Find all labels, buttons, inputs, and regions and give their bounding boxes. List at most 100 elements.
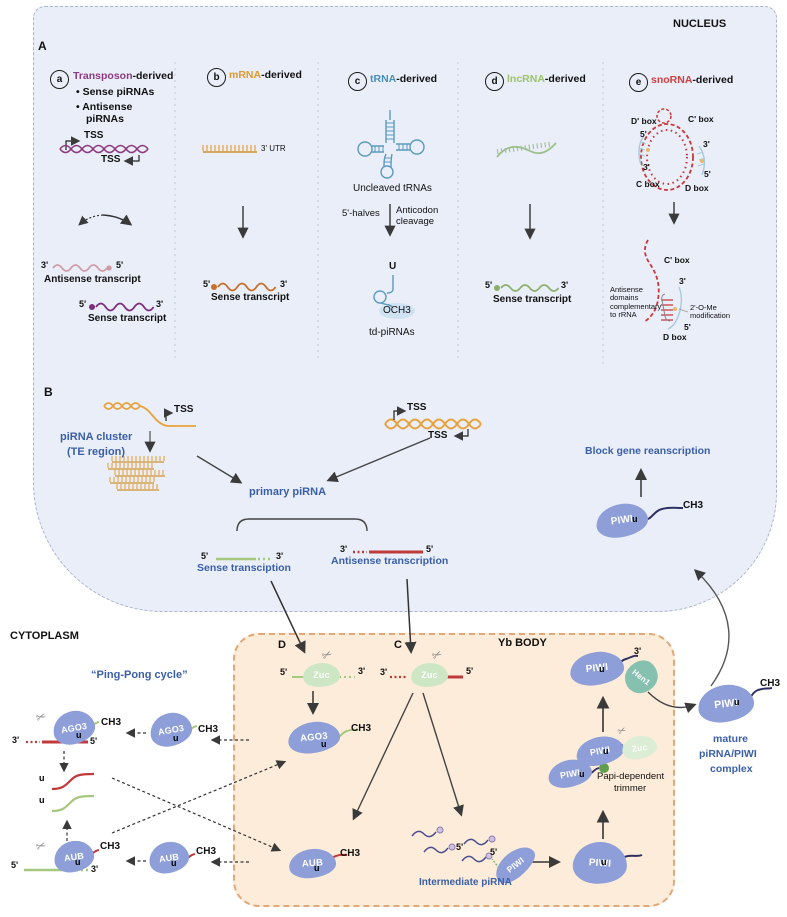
three-prime-label: 3' (643, 162, 650, 172)
ago3-blob-pp-right: AGO3 (147, 709, 195, 750)
panel-a-label: A (38, 39, 47, 53)
piwi-label: PIWI (504, 854, 526, 875)
pathway-c-name: tRNA (370, 73, 397, 85)
five-prime-label: 5' (201, 551, 209, 561)
pathway-e-name: snoRNA (651, 74, 693, 86)
three-prime-label: 3' (156, 299, 164, 309)
panel-b-label: B (44, 385, 53, 399)
zuc-label: Zuc (421, 670, 438, 680)
bullet-sense-pirnas: Sense piRNAs (76, 86, 172, 99)
uridine-mark: u (603, 746, 609, 756)
three-prime-label: 3' (679, 276, 686, 286)
uridine-mark: u (579, 769, 585, 779)
five-prime-label: 5' (466, 666, 474, 676)
five-prime-label: 5' (684, 322, 691, 332)
aub-label: AUB (301, 857, 324, 870)
c-box-label: C box (636, 179, 660, 189)
uridine-mark: u (599, 664, 605, 674)
five-prime-label: 5' (456, 842, 464, 852)
uridine-mark: u (75, 857, 81, 867)
ome-modification-label: 2'-O-Me modification (690, 303, 731, 321)
piwi-label: PIWI (559, 766, 581, 781)
antisense-domains-label: Antisense domains complementary to rRNA (610, 285, 662, 320)
three-prime-label: 3' (276, 551, 284, 561)
pirna-cluster-label: piRNA cluster (60, 431, 133, 443)
uridine-mark: u (173, 733, 179, 743)
three-prime-label: 3' (634, 646, 642, 656)
five-prime-label: 5' (90, 736, 98, 746)
five-prime-label: 5' (79, 299, 87, 309)
piwi-label: PIWI (585, 661, 609, 676)
mature-label-2: piRNA/PIWI (699, 748, 757, 760)
ch3-label: CH3 (100, 841, 121, 852)
zuc-blob-d: Zuc (303, 663, 340, 687)
three-prime-label: 3' (280, 279, 288, 289)
d-box-label: D box (663, 332, 687, 342)
five-prime-label: 5' (490, 847, 498, 857)
three-prime-label: 3' (41, 260, 49, 270)
hen1-label: Hen1 (630, 667, 653, 687)
aub-label: AUB (63, 850, 85, 863)
tss-label: TSS (174, 404, 194, 415)
five-halves-label: 5'-halves (342, 208, 380, 219)
sense-transcript-label: Sense transcript (88, 313, 167, 324)
scissors-icon: ✂ (33, 837, 49, 855)
pathway-b-suffix: -derived (261, 69, 302, 81)
uridine-mark: u (39, 773, 45, 783)
mature-label-3: complex (710, 763, 753, 775)
three-prime-label: 3' (340, 544, 348, 554)
tss-label: TSS (407, 402, 427, 413)
badge-e: e (629, 73, 648, 92)
five-prime-label: 5' (116, 260, 124, 270)
primary-pirna-label: primary piRNA (249, 486, 327, 498)
block-gene-label: Block gene reanscription (585, 445, 711, 457)
uncleaved-trnas-label: Uncleaved tRNAs (353, 183, 432, 194)
pathway-e-title: snoRNA-derived (651, 74, 733, 87)
pathway-c-suffix: -derived (396, 73, 438, 85)
ch3-label: CH3 (351, 723, 372, 734)
ch3-label: CH3 (760, 678, 781, 689)
three-prime-label: 3' (380, 667, 388, 677)
five-prime-label: 5' (485, 280, 493, 290)
ch3-label: CH3 (198, 724, 219, 735)
five-prime-label: 5' (704, 169, 711, 179)
tss-label: TSS (101, 154, 121, 165)
ago3-label: AGO3 (157, 722, 185, 737)
intermediate-pirna-label: Intermediate piRNA (419, 877, 512, 888)
panel-c-label: C (394, 639, 402, 651)
badge-a: a (50, 70, 69, 89)
pathway-d-title: lncRNA-derived (507, 73, 586, 86)
ping-pong-title: “Ping-Pong cycle” (91, 669, 188, 681)
utr-label: 3' UTR (261, 144, 286, 153)
pathway-b-title: mRNA-derived (229, 69, 302, 82)
papi-trimmer-label2: trimmer (614, 783, 647, 794)
five-prime-label: 5' (11, 860, 19, 870)
five-prime-label: 5' (280, 667, 288, 677)
aub-blob-pp-left: AUB (52, 838, 96, 875)
three-prime-label: 3' (358, 666, 366, 676)
piwi-label: PIWI (610, 513, 634, 528)
och3-label: OCH3 (383, 305, 411, 316)
badge-d: d (485, 72, 504, 91)
uridine-label: U (389, 261, 397, 272)
pathway-b-name: mRNA (229, 69, 262, 81)
yb-body-label: Yb BODY (498, 637, 547, 649)
c-prime-box-label: C' box (688, 114, 714, 124)
three-prime-label: 3' (703, 139, 710, 149)
zuc-label: Zuc (313, 670, 330, 680)
zuc-blob-c: Zuc (411, 663, 448, 687)
ch3-label: CH3 (101, 717, 122, 728)
sense-transcript-label: Sense transcript (493, 294, 572, 305)
antisense-transcript-label: Antisense transcript (44, 274, 141, 285)
uridine-mark: u (76, 730, 82, 740)
uridine-mark: u (321, 739, 327, 749)
sense-transcript-label: Sense transcript (211, 292, 290, 303)
papi-trimmer-label: Papi-dependent (597, 771, 665, 782)
three-prime-label: 3' (561, 280, 569, 290)
ch3-label: CH3 (196, 846, 217, 857)
pathway-c-title: tRNA-derived (370, 73, 438, 86)
cytoplasm-label: CYTOPLASM (10, 630, 79, 642)
uridine-mark: u (632, 514, 638, 524)
nucleus-label: NUCLEUS (673, 18, 727, 30)
